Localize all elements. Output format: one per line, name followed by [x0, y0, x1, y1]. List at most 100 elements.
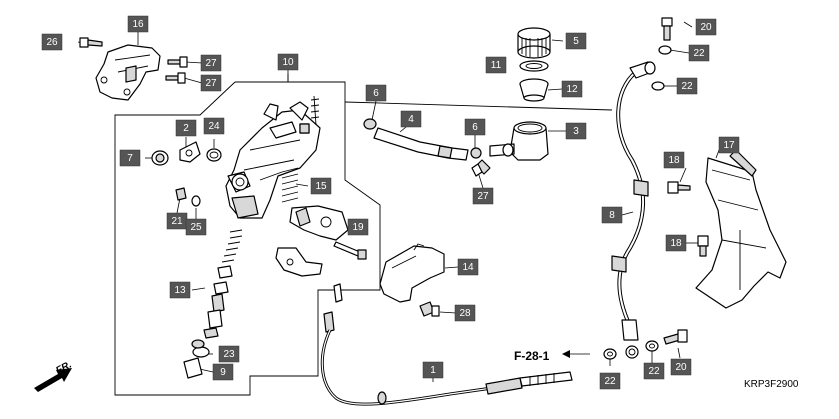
- callout-22[interactable]: 22: [643, 362, 665, 380]
- callout-box: [695, 18, 717, 36]
- callout-box: [41, 33, 63, 51]
- callout-17[interactable]: 17: [718, 136, 740, 154]
- callout-5[interactable]: 5: [565, 32, 587, 50]
- reference-f-28-1[interactable]: F-28-1: [514, 349, 590, 363]
- callout-20[interactable]: 20: [695, 18, 717, 36]
- callout-box: [277, 53, 299, 71]
- bolt-27-upper: [167, 56, 188, 68]
- callout-number: 27: [205, 58, 217, 69]
- callout-28[interactable]: 28: [454, 304, 476, 322]
- front-indicator: FR.: [34, 359, 74, 392]
- callout-number: 10: [282, 57, 294, 68]
- callout-number: 22: [604, 376, 616, 387]
- callout-1[interactable]: 1: [422, 361, 444, 379]
- callout-number: 25: [190, 222, 202, 233]
- reservoir-hose-4: [373, 127, 469, 161]
- callout-27[interactable]: 27: [200, 74, 222, 92]
- callout-box: [464, 118, 486, 136]
- callout-box: [565, 32, 587, 50]
- boot-9: [183, 357, 203, 379]
- callout-box: [200, 74, 222, 92]
- callout-number: 16: [132, 19, 144, 30]
- spring-15: [281, 95, 320, 203]
- callout-6[interactable]: 6: [365, 84, 387, 102]
- callout-27[interactable]: 27: [472, 187, 494, 205]
- callout-2[interactable]: 2: [175, 119, 197, 137]
- washer-22-lower-left: [603, 348, 617, 360]
- callout-24[interactable]: 24: [203, 117, 225, 135]
- callout-23[interactable]: 23: [218, 345, 240, 363]
- callout-number: 18: [670, 238, 682, 249]
- callout-22[interactable]: 22: [688, 44, 710, 62]
- callout-number: 4: [408, 114, 414, 125]
- callout-19[interactable]: 19: [347, 218, 369, 236]
- callout-25[interactable]: 25: [185, 218, 207, 236]
- callout-number: 2: [183, 123, 189, 134]
- callout-7[interactable]: 7: [119, 149, 141, 167]
- callout-22[interactable]: 22: [599, 372, 621, 390]
- callout-number: 7: [127, 153, 133, 164]
- callout-box: [203, 117, 225, 135]
- callout-number: 18: [668, 155, 680, 166]
- reference-label[interactable]: F-28-1: [514, 349, 550, 363]
- callout-number: 6: [373, 88, 379, 99]
- callout-number: 22: [693, 48, 705, 59]
- callout-number: 27: [477, 191, 489, 202]
- callout-14[interactable]: 14: [457, 258, 479, 276]
- callout-box: [127, 15, 149, 33]
- callout-number: 20: [675, 362, 687, 373]
- plate-11: [519, 60, 549, 72]
- callout-box: [119, 149, 141, 167]
- callout-27[interactable]: 27: [200, 54, 222, 72]
- callout-4[interactable]: 4: [400, 110, 422, 128]
- callout-18[interactable]: 18: [663, 151, 685, 169]
- washer-22-top: [658, 45, 672, 55]
- nut-21: [175, 187, 187, 201]
- callout-box: [365, 84, 387, 102]
- bracket-16: [95, 44, 161, 101]
- callout-12[interactable]: 12: [561, 80, 583, 98]
- callout-number: 15: [315, 181, 327, 192]
- callout-box: [599, 372, 621, 390]
- bolt-26: [79, 37, 103, 48]
- callout-16[interactable]: 16: [127, 15, 149, 33]
- callout-13[interactable]: 13: [169, 281, 191, 299]
- callout-20[interactable]: 20: [670, 358, 692, 376]
- callout-box: [472, 187, 494, 205]
- callout-26[interactable]: 26: [41, 33, 63, 51]
- callout-number: 21: [171, 216, 183, 227]
- callout-box: [688, 44, 710, 62]
- callout-box: [565, 122, 587, 140]
- diaphragm-12: [519, 78, 549, 102]
- callout-3[interactable]: 3: [565, 122, 587, 140]
- clutch-hose-8: [611, 61, 656, 359]
- callout-number: 22: [681, 81, 693, 92]
- piston-kit-13: [203, 229, 243, 339]
- cup-23: [191, 339, 210, 358]
- callout-10[interactable]: 10: [277, 53, 299, 71]
- callout-number: 13: [174, 285, 186, 296]
- callout-box: [457, 258, 479, 276]
- callout-9[interactable]: 9: [212, 363, 234, 381]
- washer-25: [191, 195, 201, 207]
- diagram-code: KRP3F2900: [744, 379, 799, 390]
- pivot-arm: [289, 205, 349, 241]
- callout-box: [212, 363, 234, 381]
- clutch-cable-1: [320, 283, 573, 406]
- callout-box: [347, 218, 369, 236]
- callout-box: [676, 77, 698, 95]
- callout-8[interactable]: 8: [601, 206, 623, 224]
- callout-box: [200, 54, 222, 72]
- washer-22-lower-right: [645, 340, 659, 352]
- callout-21[interactable]: 21: [166, 212, 188, 230]
- callout-6[interactable]: 6: [464, 118, 486, 136]
- callout-15[interactable]: 15: [310, 177, 332, 195]
- callout-22[interactable]: 22: [676, 77, 698, 95]
- callout-18[interactable]: 18: [665, 234, 687, 252]
- callout-11[interactable]: 11: [485, 56, 507, 74]
- callout-number: 19: [352, 222, 364, 233]
- callout-number: 8: [609, 210, 615, 221]
- callout-box: [665, 234, 687, 252]
